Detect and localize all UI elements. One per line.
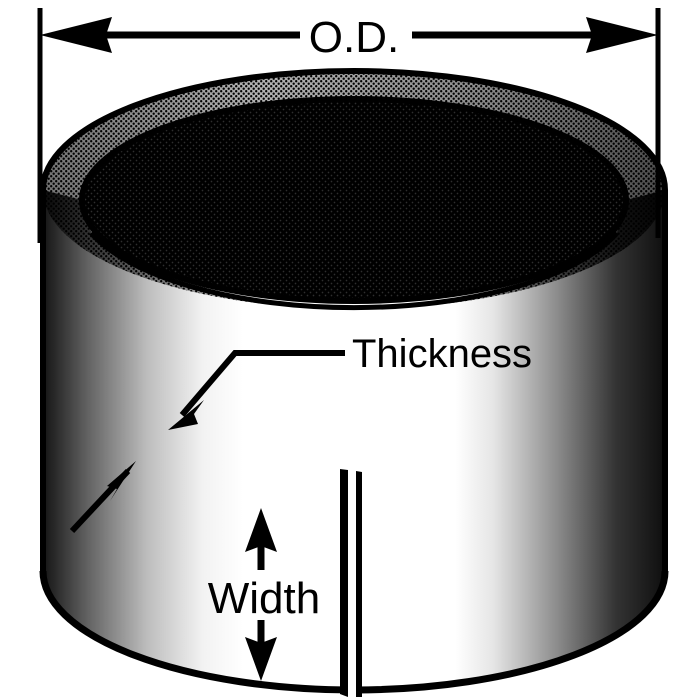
ring-split-gap <box>340 468 362 697</box>
od-label: O.D. <box>309 13 399 62</box>
width-label: Width <box>208 574 320 623</box>
width-arrowhead-down-icon <box>245 637 277 681</box>
bore-wall-lower-edge <box>89 231 619 311</box>
outer-top-edge <box>40 68 668 191</box>
width-arrowhead-up-icon <box>245 508 277 552</box>
inner-bore <box>82 99 626 301</box>
thickness-label: Thickness <box>352 332 532 376</box>
od-arrowhead-right-icon <box>586 17 658 53</box>
od-arrowhead-left-icon <box>40 17 112 53</box>
split-face-left <box>340 469 348 697</box>
thickness-arrowhead-upper-icon <box>168 400 204 430</box>
width-dimension: Width <box>208 508 320 681</box>
thickness-arrowhead-lower-icon <box>107 461 136 501</box>
thickness-leader-line <box>179 350 345 417</box>
od-dimension: O.D. <box>37 8 661 243</box>
split-face-right <box>356 471 362 697</box>
bore-outline <box>79 96 629 304</box>
split-ring-body <box>39 68 669 697</box>
thickness-dimension: Thickness <box>69 332 532 534</box>
